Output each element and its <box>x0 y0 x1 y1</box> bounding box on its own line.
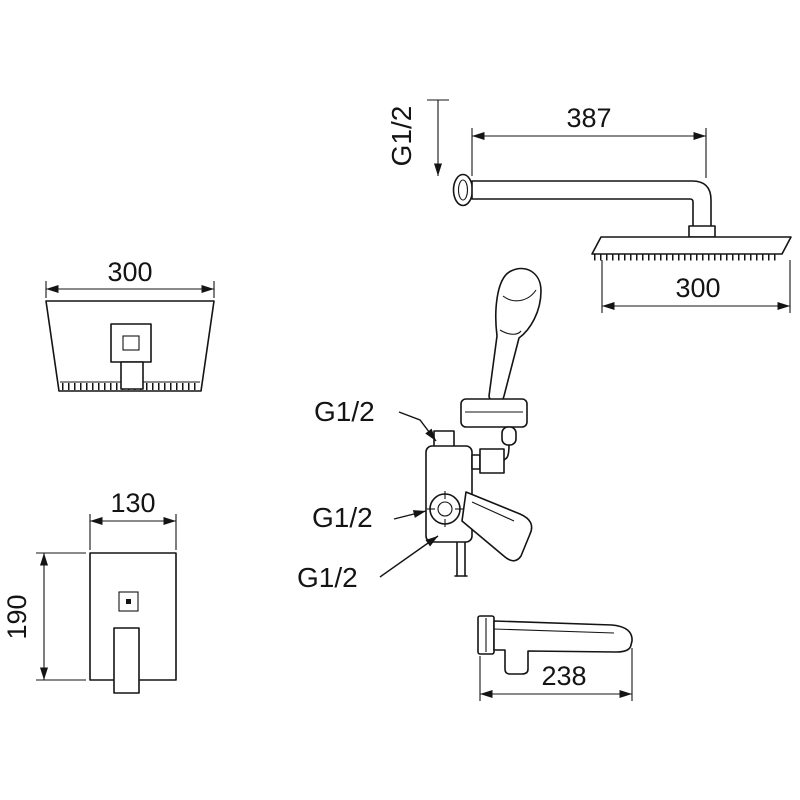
diverter-dot <box>126 599 131 604</box>
dim-label-arm-length: 387 <box>566 103 611 133</box>
mixer-plate-assembly: 130 190 <box>2 488 177 694</box>
leader-line <box>398 411 437 442</box>
bracket-inner <box>122 335 140 351</box>
label-thread-bottom: G1/2 <box>297 562 358 593</box>
bracket-outer <box>110 323 152 363</box>
dim-label-plate-height: 190 <box>2 594 32 639</box>
wall-flange <box>452 173 474 207</box>
dimension-head-width-left: 300 <box>45 257 215 298</box>
leader-line <box>379 535 439 578</box>
callout-wall-thread: G1/2 <box>386 99 449 176</box>
dim-label-head-width-left: 300 <box>107 257 152 287</box>
mixer-lever <box>461 491 533 562</box>
thread-callouts: G1/2 G1/2 G1/2 <box>297 396 439 593</box>
bath-spout-assembly: 238 <box>477 615 633 701</box>
flange-inner <box>457 179 469 201</box>
hand-shower-holder <box>460 398 528 428</box>
diverter-button <box>118 591 139 612</box>
dimension-spout-length: 238 <box>479 648 633 701</box>
shower-arm <box>471 180 712 235</box>
shower-arm-assembly: 387 G1/2 300 <box>386 99 792 313</box>
spout-body <box>493 620 633 675</box>
mounting-bracket <box>110 323 152 390</box>
dimension-arm-length: 387 <box>471 103 707 178</box>
hand-shower-neck-line <box>499 329 522 335</box>
head-slab <box>591 236 792 255</box>
spout-detail-line <box>493 628 615 634</box>
callout-thread-bottom: G1/2 <box>297 535 439 593</box>
overhead-head-side-view <box>591 236 792 261</box>
callout-thread-top: G1/2 <box>314 396 437 442</box>
lever-detail-line <box>471 501 515 522</box>
bracket-stem <box>120 361 144 390</box>
label-thread-middle: G1/2 <box>312 502 373 533</box>
dim-label-head-width: 300 <box>675 273 720 303</box>
valve-inlet-inner <box>437 501 453 517</box>
arm-head-connector <box>688 225 716 238</box>
hose-nut <box>479 448 505 474</box>
dim-label-spout-length: 238 <box>541 661 586 691</box>
hand-shower <box>488 267 542 404</box>
dimension-plate-width: 130 <box>89 488 177 550</box>
label-wall-thread: G1/2 <box>386 106 417 167</box>
dimension-head-width-right: 300 <box>601 260 791 313</box>
dim-label-plate-width: 130 <box>110 488 155 518</box>
label-thread-top: G1/2 <box>314 396 375 427</box>
hand-shower-face-line <box>502 289 537 302</box>
holder-hook <box>501 426 517 446</box>
flange-outer <box>452 173 474 207</box>
mixer-lever-front <box>113 627 140 694</box>
mixer-top-port <box>433 430 455 448</box>
leader-line <box>393 510 427 520</box>
mixer-side-port <box>471 454 481 470</box>
hand-shower-assembly <box>425 267 542 577</box>
overhead-head-perspective: 300 <box>45 257 215 392</box>
callout-thread-middle: G1/2 <box>312 502 427 533</box>
dimension-plate-height: 190 <box>2 552 86 681</box>
